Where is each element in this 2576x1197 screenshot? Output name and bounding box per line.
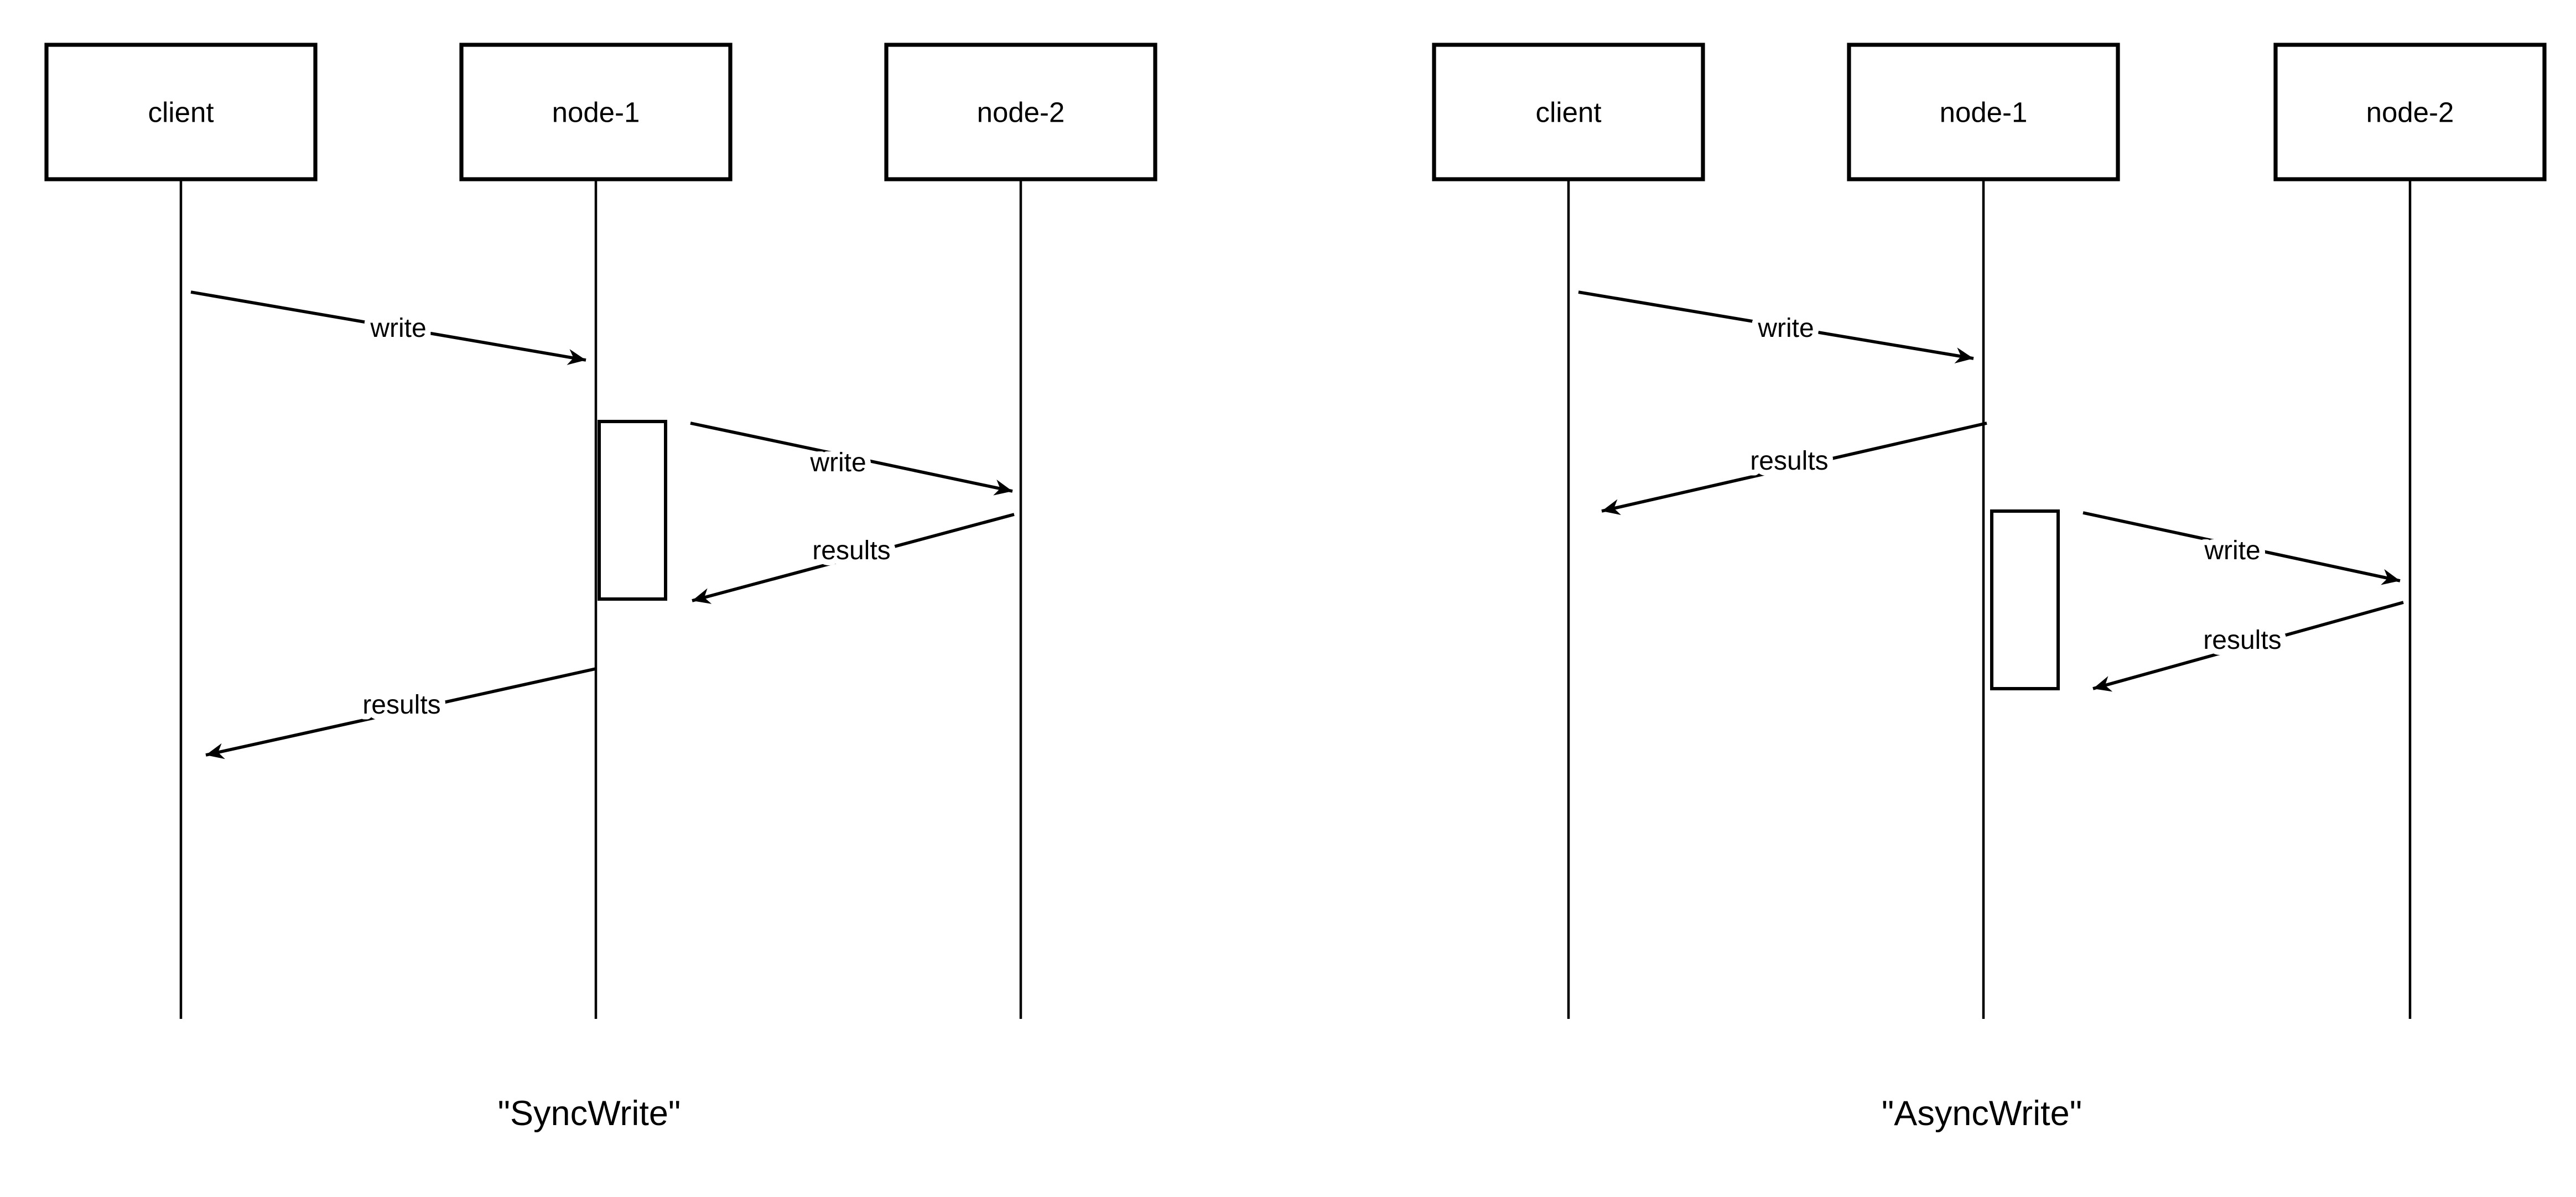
- message-arrow-write-1: [190, 290, 586, 365]
- message-arrow-write-1: [1578, 290, 1974, 364]
- message-label-write-1: write: [1757, 314, 1814, 343]
- actor-label-node-2: node-2: [977, 97, 1065, 128]
- caption-sync-write: "SyncWrite": [498, 1094, 681, 1133]
- caption-async-write: "AsyncWrite": [1882, 1094, 2082, 1133]
- message-label-results-1: results: [1750, 446, 1828, 476]
- message-arrow-write-2: [690, 421, 1013, 496]
- message-label-write-2: write: [2204, 536, 2260, 565]
- activation-bar-node-1: [598, 420, 667, 601]
- message-arrow-results-2: [2092, 601, 2404, 692]
- actor-label-node-1: node-1: [1940, 97, 2028, 128]
- actor-box-node-2: [884, 43, 1157, 181]
- sync-write-diagram: client node-1 node-2 write write results…: [44, 43, 1157, 1133]
- actor-box-node-1: [459, 43, 733, 181]
- message-label-results-2: results: [2203, 626, 2281, 655]
- actor-label-node-2: node-2: [2366, 97, 2454, 128]
- message-arrow-results-1: [1601, 421, 1987, 516]
- message-arrow-results-1: [692, 513, 1015, 604]
- message-arrow-results-2: [205, 667, 596, 759]
- actor-box-client: [1432, 43, 1705, 181]
- activation-bar-node-1: [1990, 509, 2060, 691]
- actor-box-client: [44, 43, 318, 181]
- actor-box-node-1: [1847, 43, 2120, 181]
- message-label-results-2: results: [362, 690, 440, 720]
- message-arrow-write-2: [2082, 511, 2401, 585]
- message-label-write-2: write: [809, 448, 866, 477]
- actor-label-node-1: node-1: [552, 97, 640, 128]
- message-label-write-1: write: [370, 314, 426, 343]
- message-label-results-1: results: [812, 536, 890, 565]
- actor-box-node-2: [2273, 43, 2547, 181]
- async-write-diagram: client node-1 node-2 write results write…: [1432, 43, 2547, 1133]
- actor-label-client: client: [1535, 97, 1601, 128]
- actor-label-client: client: [148, 97, 214, 128]
